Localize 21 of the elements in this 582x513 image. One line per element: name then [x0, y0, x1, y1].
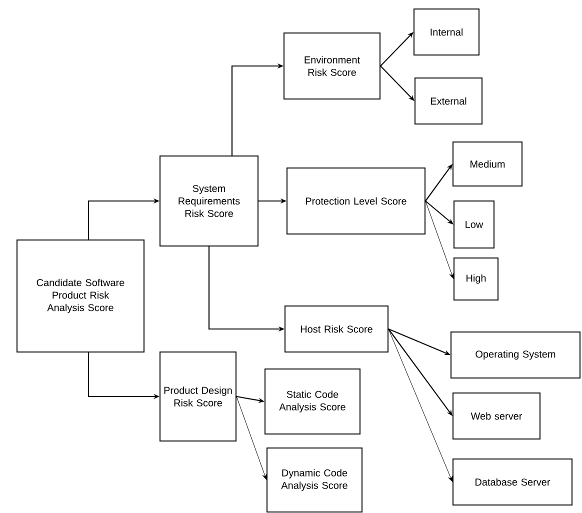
box: Host Risk Score — [284, 306, 388, 352]
box: Protection Level Score — [286, 168, 426, 234]
box: Web server — [452, 392, 540, 440]
box: Dynamic Code Analysis Score — [266, 448, 362, 512]
box: Environment Risk Score — [284, 32, 380, 100]
arrow — [236, 396, 267, 480]
box: Operating System — [450, 332, 580, 378]
box: System Requirements Risk Score — [160, 156, 258, 246]
box: Internal — [414, 8, 480, 56]
arrow — [380, 32, 414, 66]
box: Database Server — [452, 458, 572, 506]
box: Product Design Risk Score — [160, 352, 236, 442]
arrow — [388, 328, 452, 482]
box: Candidate Software Product Risk Analysis Score — [16, 240, 144, 352]
box: Medium — [452, 142, 522, 186]
box: External — [414, 78, 482, 124]
arrow — [425, 200, 454, 279]
box: Low — [454, 200, 494, 248]
arrow — [380, 66, 414, 101]
box: Static Code Analysis Score — [264, 368, 360, 434]
box: High — [454, 258, 498, 300]
